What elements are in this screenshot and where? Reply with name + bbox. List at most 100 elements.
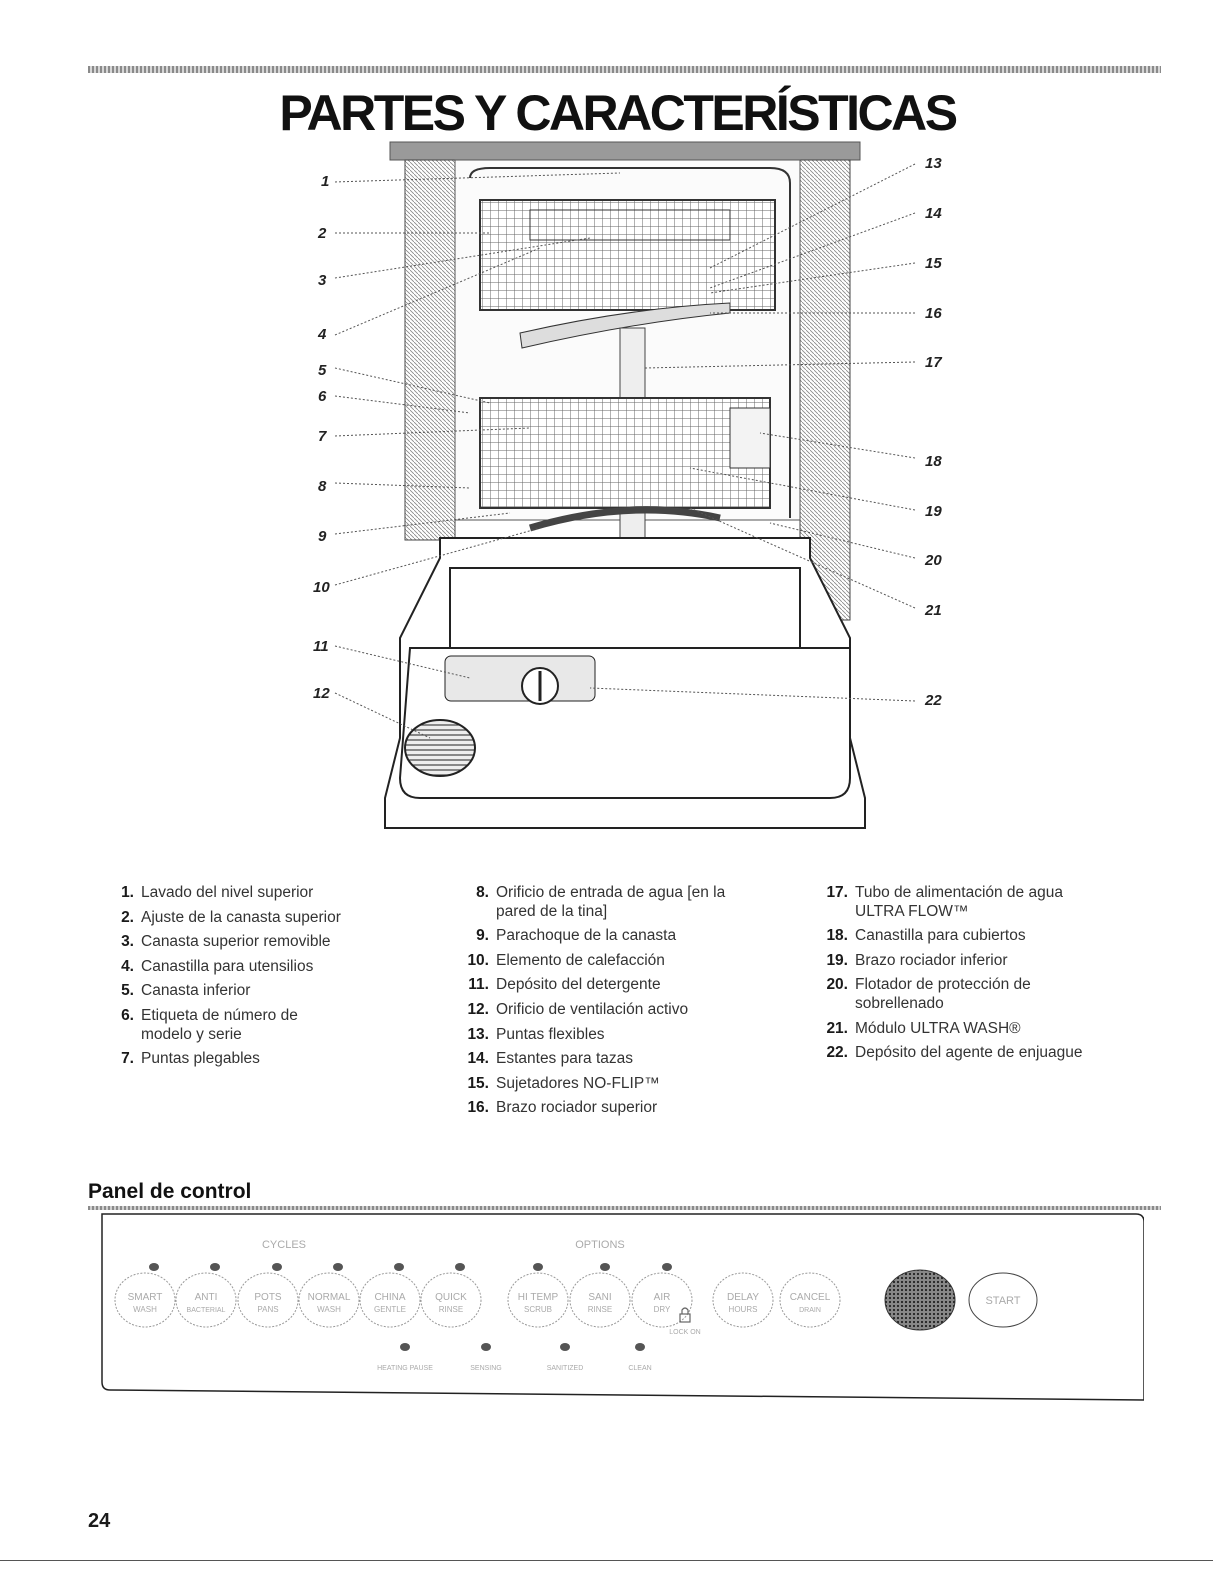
legend-item: 9.Parachoque de la canasta [476,927,677,945]
svg-text:BACTERIAL: BACTERIAL [187,1307,226,1314]
callout-9: 9 [318,528,327,545]
page-number: 24 [88,1510,111,1532]
legend-item: 14.Estantes para tazas [467,1050,633,1068]
control-panel-heading: Panel de control [88,1180,252,1203]
legend-item: 8.Orificio de entrada de agua [en la par… [476,884,726,920]
legend-column-1: 1.Lavado del nivel superior 2.Ajuste de … [108,884,408,1075]
start-button[interactable] [968,1272,1038,1328]
svg-text:POTS: POTS [254,1292,282,1303]
lock-icon [679,1307,691,1323]
china-gentle-button[interactable] [359,1272,421,1328]
indicator-light [600,1263,610,1271]
legend-item: 22.Depósito del agente de enjuague [826,1044,1083,1062]
legend-column-2: 8.Orificio de entrada de agua [en la par… [455,884,755,1124]
indicator-light [272,1263,282,1271]
svg-text:ANTI: ANTI [195,1292,218,1303]
callout-6: 6 [318,388,327,405]
svg-text:WASH: WASH [317,1305,341,1314]
hi-temp-scrub-button[interactable] [507,1272,569,1328]
svg-text:SMART: SMART [128,1292,163,1303]
svg-text:QUICK: QUICK [435,1292,467,1303]
legend-column-3: 17.Tubo de alimentación de agua ULTRA FL… [810,884,1140,1069]
callout-5: 5 [318,362,327,379]
callout-16: 16 [925,305,942,322]
svg-text:HI TEMP: HI TEMP [518,1292,559,1303]
options-label: OPTIONS [575,1239,625,1251]
callout-10: 10 [313,579,330,596]
legend-item: 11.Depósito del detergente [468,976,661,994]
svg-text:SCRUB: SCRUB [524,1305,552,1314]
svg-text:AIR: AIR [654,1292,671,1303]
indicator-light [455,1263,465,1271]
legend-item: 4.Canastilla para utensilios [121,957,314,975]
legend-item: 21.Módulo ULTRA WASH® [826,1019,1021,1037]
svg-text:HOURS: HOURS [729,1305,758,1314]
legend-item: 7.Puntas plegables [121,1050,260,1068]
heading-rule [88,1206,1161,1210]
callout-11: 11 [313,638,329,655]
indicator-light [533,1263,543,1271]
normal-wash-button[interactable] [298,1272,360,1328]
status-light [400,1343,410,1351]
smart-wash-button[interactable] [114,1272,176,1328]
anti-bacterial-button[interactable] [175,1272,237,1328]
callout-1: 1 [321,173,330,190]
legend-item: 10.Elemento de calefacción [467,951,665,969]
status-light [560,1343,570,1351]
svg-text:CHINA: CHINA [374,1292,405,1303]
svg-text:CANCEL: CANCEL [790,1292,831,1303]
legend-item: 6.Etiqueta de número de modelo y serie [121,1006,298,1043]
pots-pans-button[interactable] [237,1272,299,1328]
svg-text:PANS: PANS [257,1305,278,1314]
speaker-grille [884,1269,956,1331]
legend-item: 16.Brazo rociador superior [467,1099,658,1117]
top-rule [88,66,1161,73]
legend-item: 13.Puntas flexibles [467,1025,605,1043]
callout-15: 15 [925,255,942,272]
legend-item: 2.Ajuste de la canasta superior [121,908,341,926]
cancel-drain-button[interactable] [779,1272,841,1328]
callout-19: 19 [925,503,942,520]
lock-label: LOCK ON [669,1329,701,1336]
svg-text:NORMAL: NORMAL [308,1292,351,1303]
callout-4: 4 [318,326,327,343]
sani-rinse-button[interactable] [569,1272,631,1328]
legend-item: 3.Canasta superior removible [121,933,331,951]
svg-text:WASH: WASH [133,1305,157,1314]
svg-text:DELAY: DELAY [727,1292,759,1303]
indicator-light [662,1263,672,1271]
delay-hours-button[interactable] [712,1272,774,1328]
callout-22: 22 [925,692,942,709]
air-dry-button[interactable] [631,1272,693,1328]
legend-item: 19.Brazo rociador inferior [826,951,1008,969]
page-title: PARTES Y CARACTERÍSTICAS [279,85,958,141]
status-label: SENSING [470,1365,502,1372]
indicator-light [394,1263,404,1271]
cycles-label: CYCLES [262,1239,306,1251]
legend-item: 17.Tubo de alimentación de agua ULTRA FL… [826,884,1063,920]
callout-3: 3 [318,272,327,289]
legend-item: 1.Lavado del nivel superior [121,884,314,901]
status-light [635,1343,645,1351]
status-label: SANITIZED [547,1365,584,1372]
callout-13: 13 [925,155,942,172]
control-panel-illustration: CYCLES OPTIONS SMART WASH ANTI BACTERIAL… [101,1213,1144,1401]
indicator-light [333,1263,343,1271]
svg-text:RINSE: RINSE [588,1305,612,1314]
callout-8: 8 [318,478,327,495]
svg-text:SANI: SANI [588,1292,611,1303]
svg-text:GENTLE: GENTLE [374,1305,406,1314]
callout-14: 14 [925,205,942,222]
callout-21: 21 [925,602,942,619]
quick-rinse-button[interactable] [420,1272,482,1328]
legend-item: 18.Canastilla para cubiertos [826,927,1026,945]
legend-item: 20.Flotador de protección de sobrellenad… [826,976,1031,1012]
callout-12: 12 [313,685,330,702]
legend-item: 12.Orificio de ventilación activo [467,1000,689,1018]
callout-18: 18 [925,453,942,470]
callout-2: 2 [318,225,327,242]
svg-text:START: START [985,1295,1020,1307]
callout-17: 17 [925,354,942,371]
svg-text:RINSE: RINSE [439,1305,463,1314]
status-label: CLEAN [628,1365,651,1372]
